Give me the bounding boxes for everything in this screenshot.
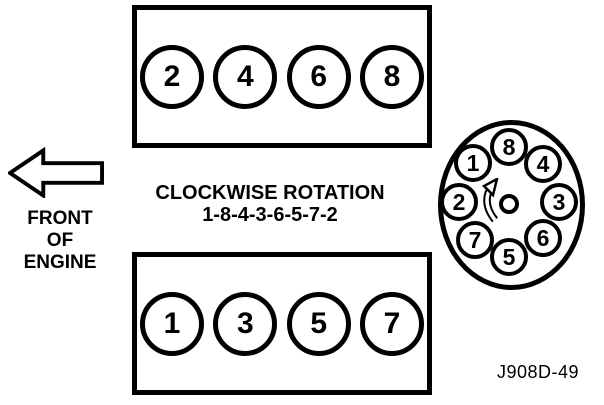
cylinder-circle: 4: [213, 44, 278, 109]
distributor-terminal: 8: [490, 128, 528, 166]
distributor-center-dot: [499, 194, 519, 214]
rotation-title: CLOCKWISE ROTATION: [155, 182, 385, 204]
distributor-terminal: 1: [454, 144, 492, 182]
cylinder-circle: 1: [140, 291, 204, 356]
cylinder-bank-even: 2 4 6 8: [132, 5, 432, 148]
distributor-terminal: 3: [540, 183, 578, 221]
distributor-terminal: 7: [456, 221, 494, 259]
firing-order-sequence: 1-8-4-3-6-5-7-2: [202, 204, 338, 226]
front-of-engine-arrow-icon: [8, 146, 104, 198]
clockwise-arrow-icon: [481, 178, 499, 222]
cylinder-bank-odd: 1 3 5 7: [132, 252, 432, 395]
distributor-terminal: 2: [440, 183, 478, 221]
cylinder-circle: 6: [286, 44, 351, 109]
cylinder-circle: 8: [359, 44, 424, 109]
figure-code: J908D-49: [496, 362, 580, 382]
cylinder-circle: 5: [286, 291, 351, 356]
cylinder-circle: 3: [213, 291, 278, 356]
cylinder-circle: 7: [359, 291, 424, 356]
cylinder-circle: 2: [140, 44, 204, 109]
rotation-text-block: CLOCKWISE ROTATION 1-8-4-3-6-5-7-2: [140, 182, 400, 226]
distributor-terminal: 6: [524, 219, 562, 257]
front-of-engine-label: FRONT OF ENGINE: [23, 208, 97, 273]
distributor-terminal: 5: [490, 238, 528, 276]
distributor-cap: 8 4 3 6 5 7 2 1: [438, 120, 585, 290]
distributor-terminal: 4: [524, 145, 562, 183]
